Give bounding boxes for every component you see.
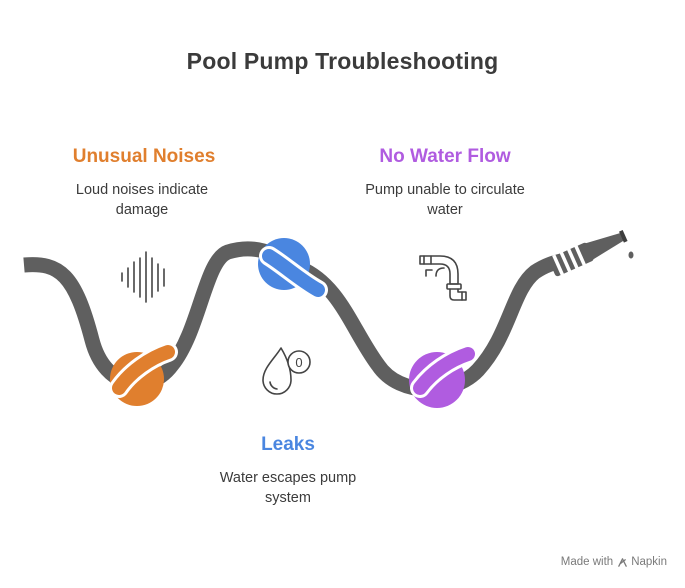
water-drop-icon (262, 347, 311, 395)
watermark-brand: Napkin (631, 556, 667, 568)
hose-nozzle-icon (548, 229, 634, 277)
watermark-prefix: Made with (560, 556, 614, 568)
unusual-noises-knot (109, 342, 178, 406)
page-title: Pool Pump Troubleshooting (186, 48, 499, 74)
napkin-logo-icon (618, 557, 627, 567)
drop-badge-text: 0 (295, 355, 302, 370)
no-water-flow-description: Pump unable to circulate water (365, 182, 525, 218)
leaks-heading: Leaks (261, 434, 315, 455)
leaks-description: Water escapes pump system (219, 470, 357, 506)
sound-wave-icon (121, 251, 165, 303)
napkin-watermark: Made with Napkin (561, 556, 667, 568)
no-water-flow-knot (409, 344, 478, 408)
no-water-flow-heading: No Water Flow (379, 146, 511, 167)
unusual-noises-heading: Unusual Noises (72, 146, 216, 167)
pipe-icon (419, 255, 467, 301)
unusual-noises-description: Loud noises indicate damage (75, 182, 209, 218)
leaks-knot (258, 238, 328, 300)
